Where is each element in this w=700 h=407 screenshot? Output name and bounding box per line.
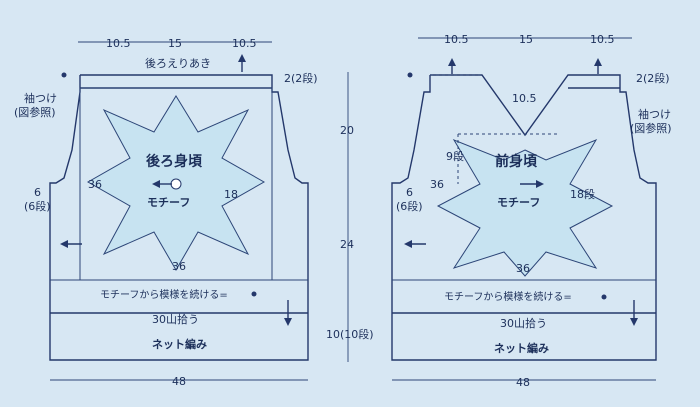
back-sleeve-note-1: 袖つけ [24, 91, 57, 105]
front-motif-label: モチーフ [497, 196, 540, 209]
back-pickup: 30山拾う [152, 312, 199, 326]
back-right-count: 18 [224, 188, 238, 201]
front-panel: 10.5 15 10.5 前身頃 モチーフ 10.5 9段 36 36 18段 [391, 33, 672, 389]
front-side-note-1: 6 [406, 186, 413, 199]
front-sleeve-note-1: 袖つけ [638, 107, 671, 121]
back-motif-square [79, 87, 273, 281]
back-neck-label: 後ろえりあき [145, 56, 211, 70]
front-motif-width-left: 36 [430, 178, 444, 191]
back-motif-width-left: 36 [88, 178, 102, 191]
back-corner-dot [61, 72, 67, 78]
front-motif-star [436, 138, 614, 277]
front-pattern-dot [601, 294, 607, 300]
back-top-arrowhead [238, 54, 246, 62]
front-top-dim-center: 15 [519, 33, 533, 46]
back-panel: 10.5 15 10.5 後ろえりあき 後ろ身頃 モチーフ 36 36 18 袖… [14, 37, 374, 388]
back-top-dim-left: 10.5 [106, 37, 131, 50]
back-net: ネット編み [152, 337, 207, 351]
front-left-arrowhead [404, 240, 412, 248]
front-motif-arrowhead [536, 180, 544, 188]
front-left-dim: 9段 [446, 149, 464, 163]
back-rows-top: 2(2段) [284, 71, 318, 85]
back-side-note-2: (6段) [24, 199, 51, 213]
back-top-dim-center: 15 [168, 37, 182, 50]
back-hem-arrowhead [284, 318, 292, 326]
back-top-dim-right: 10.5 [232, 37, 257, 50]
back-height-upper: 20 [340, 124, 354, 137]
front-right-count: 18段 [570, 187, 595, 201]
front-top-right-arrowhead [594, 58, 602, 66]
back-side-note-1: 6 [34, 186, 41, 199]
back-left-arrowhead [60, 240, 68, 248]
front-top-dim-left: 10.5 [444, 33, 469, 46]
back-hem-height: 10(10段) [326, 327, 374, 341]
front-body-outline [391, 74, 657, 361]
back-motif-label: モチーフ [147, 196, 190, 209]
front-top-dim-right: 10.5 [590, 33, 615, 46]
front-width: 48 [516, 376, 530, 389]
front-title: 前身頃 [495, 153, 538, 170]
front-pickup: 30山拾う [500, 316, 547, 330]
front-side-note-2: (6段) [396, 199, 423, 213]
front-corner-dot [407, 72, 413, 78]
back-body-outline [49, 74, 309, 361]
front-motif-width-bottom: 36 [516, 262, 530, 275]
back-title: 後ろ身頃 [146, 153, 203, 170]
back-width: 48 [172, 375, 186, 388]
back-pattern-note: モチーフから模様を続ける= [100, 288, 228, 301]
front-net: ネット編み [494, 341, 549, 355]
front-sleeve-note-2: (図参照) [630, 121, 672, 135]
back-motif-center [170, 178, 182, 190]
front-pattern-note: モチーフから模様を続ける= [444, 290, 572, 303]
back-height-lower: 24 [340, 238, 354, 251]
back-pattern-dot [251, 291, 257, 297]
front-center-v: 10.5 [512, 92, 537, 105]
back-motif-arrowhead [152, 180, 160, 188]
front-rows-top: 2(2段) [636, 71, 670, 85]
back-motif-width-bottom: 36 [172, 260, 186, 273]
front-top-left-arrowhead [448, 58, 456, 66]
front-hem-arrowhead [630, 318, 638, 326]
back-sleeve-note-2: (図参照) [14, 105, 56, 119]
